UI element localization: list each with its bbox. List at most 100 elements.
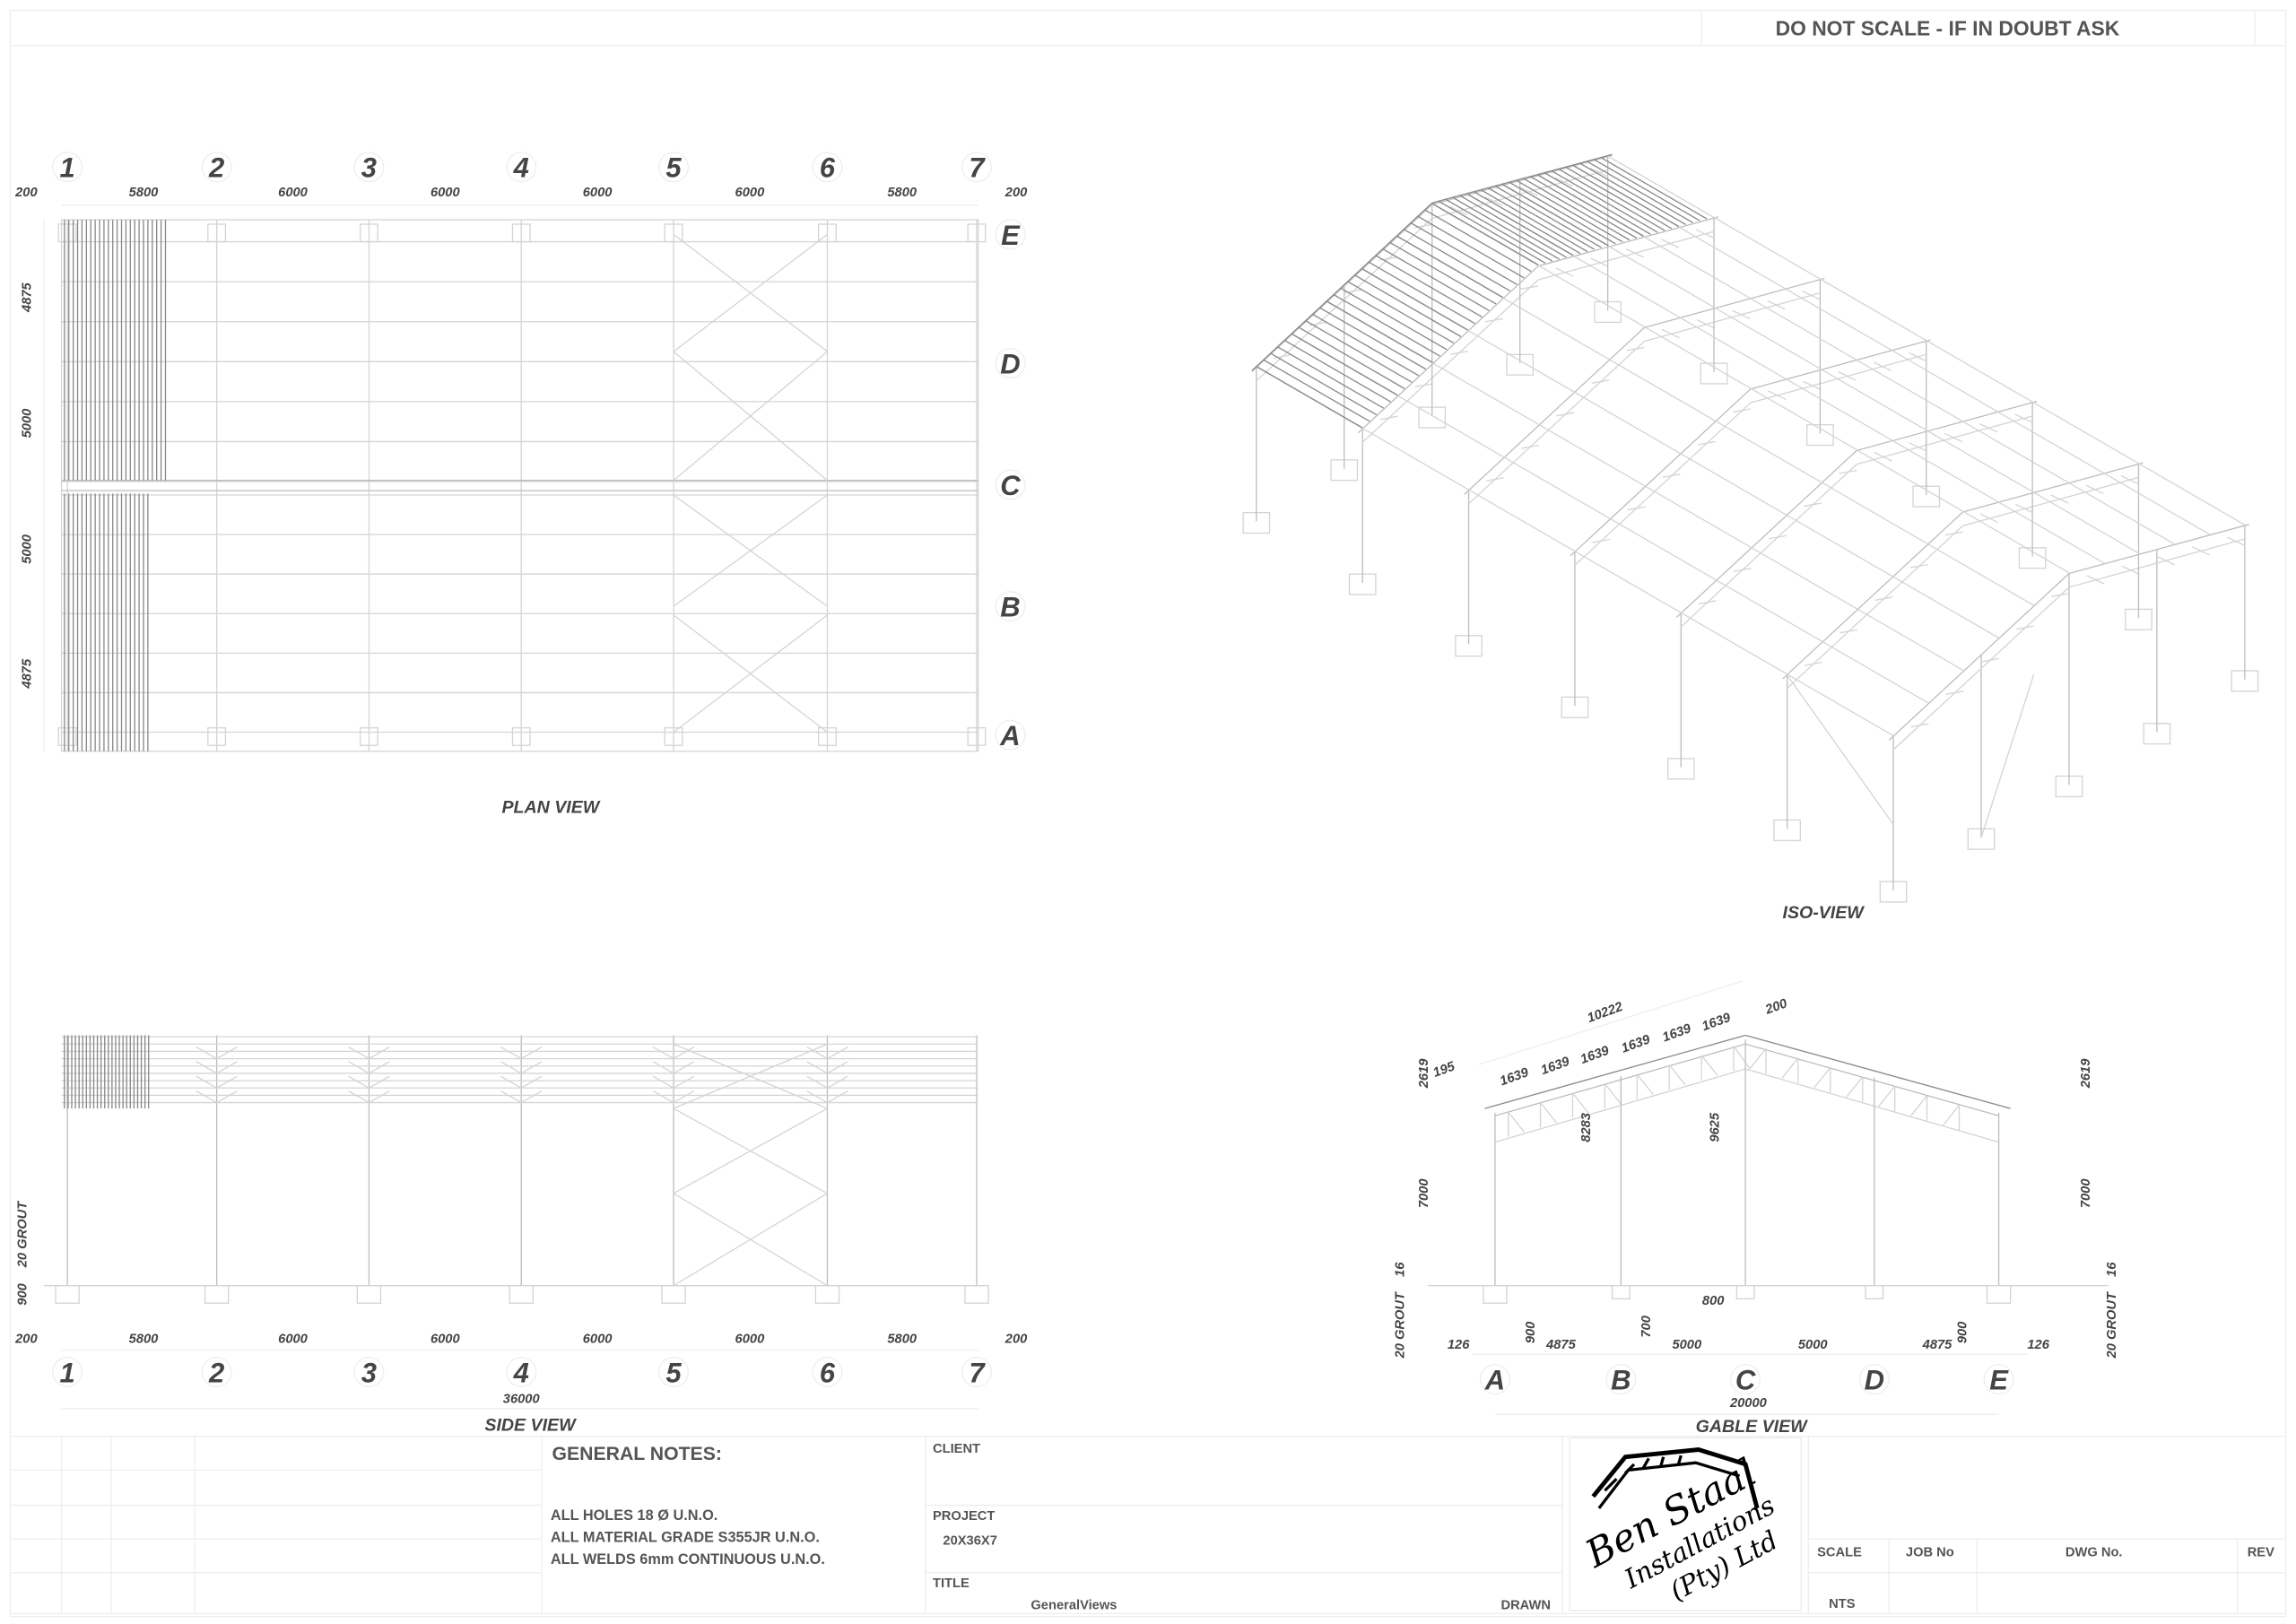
grid-bubble <box>995 591 1026 622</box>
side-bottom-dimension: 200 <box>1004 1332 1028 1346</box>
truss-web <box>1508 1111 1526 1133</box>
truss-web <box>1813 1066 1831 1089</box>
roof-sheet <box>1578 162 1687 226</box>
truss-web <box>1980 657 1999 663</box>
side-pedestal-dimension: 900 <box>15 1282 30 1305</box>
roof-sheet <box>1368 261 1475 325</box>
gable-bottom-dimension: 5000 <box>1798 1338 1829 1352</box>
roof-sheet <box>1382 248 1490 311</box>
roof-sheet <box>1417 215 1525 279</box>
baseplate <box>207 726 227 746</box>
roof-sheet <box>1283 339 1391 403</box>
truss-web <box>2050 494 2069 504</box>
truss-web <box>1802 291 1821 300</box>
truss-web <box>1873 361 1892 371</box>
side-total-dim: 36000 <box>503 1392 541 1406</box>
pedestal <box>1611 1285 1631 1300</box>
truss-web <box>348 1061 370 1074</box>
roof-sheet <box>1354 274 1462 337</box>
side-grid-number: 3 <box>361 1357 377 1388</box>
bottom-chord <box>1256 217 1433 382</box>
truss-web <box>1626 346 1645 352</box>
truss-web <box>1945 690 1964 695</box>
truss-web <box>1660 239 1680 248</box>
plan-top-dimension: 200 <box>14 186 38 200</box>
plan-row-letter: B <box>1000 592 1020 623</box>
side-bottom-dimension: 5800 <box>887 1332 918 1346</box>
roof-sheet <box>1439 201 1546 264</box>
rafter <box>1857 400 2038 452</box>
truss-web <box>500 1046 522 1060</box>
bottom-chord <box>1574 402 1752 566</box>
side-grid-number: 1 <box>59 1357 74 1388</box>
plan-grid-number: 3 <box>361 152 377 184</box>
roof-sheet <box>1558 168 1665 231</box>
roof-sheet <box>1410 222 1518 285</box>
roof-sheet <box>1263 359 1370 422</box>
truss-web <box>1591 379 1610 384</box>
bottom-chord <box>1361 279 1539 443</box>
purlin <box>1501 184 2140 554</box>
grid-bubble <box>812 152 843 183</box>
baseplate <box>359 726 378 746</box>
truss-web <box>827 1090 848 1104</box>
plan-top-dimension: 6000 <box>583 186 613 200</box>
truss-web <box>2121 565 2140 575</box>
pedestal <box>1986 1285 2012 1304</box>
cross-brace <box>673 614 828 734</box>
gable-view-label: GABLE VIEW <box>1696 1417 1809 1437</box>
side-view-label: SIDE VIEW <box>484 1415 577 1435</box>
side-bottom-dimension: 5800 <box>129 1332 160 1346</box>
roof-sheet <box>1431 203 1539 265</box>
note-2: ALL MATERIAL GRADE S355JR U.N.O. <box>551 1529 820 1545</box>
truss-web <box>1838 371 1857 381</box>
grid-bubble <box>1605 1364 1637 1395</box>
gable-bottom-dimension: 900 <box>1524 1321 1538 1343</box>
truss-web <box>1636 1073 1654 1095</box>
plan-grid-number: 2 <box>208 152 224 184</box>
grid-bubble <box>995 219 1026 250</box>
rafter <box>1962 462 2144 513</box>
truss-web <box>1519 187 1538 196</box>
truss-web <box>1484 196 1503 206</box>
gable-bottom-dimension: 700 <box>1639 1315 1654 1337</box>
roof-rise-dimension: 2619 <box>2079 1058 2093 1090</box>
plan-grid-number: 7 <box>969 152 986 184</box>
truss-web <box>1874 451 1892 462</box>
roof-sheet <box>1256 365 1363 429</box>
grid-bubble <box>1983 1364 2014 1395</box>
purlin <box>1361 268 1999 638</box>
plan-left-dimension: 5000 <box>20 534 34 564</box>
truss-web <box>806 1090 828 1104</box>
plan-top-dimension: 5800 <box>887 186 918 200</box>
gable-row-letter: E <box>1989 1365 2009 1396</box>
plan-left-dimension: 4875 <box>20 282 34 313</box>
truss-web <box>2051 593 2070 597</box>
side-grid-number: 2 <box>208 1357 224 1388</box>
truss-web <box>1450 350 1468 355</box>
truss-web <box>827 1046 848 1060</box>
gable-row-letter: B <box>1611 1365 1631 1396</box>
truss-web <box>348 1046 370 1060</box>
truss-web <box>1908 352 1927 362</box>
truss-web <box>2015 503 2034 514</box>
roof-sheet <box>1291 333 1398 396</box>
truss-web <box>2191 546 2210 556</box>
rafter <box>1357 265 1539 434</box>
truss-web <box>500 1061 522 1074</box>
title-block: GENERAL NOTES: ALL HOLES 18 Ø U.N.O. ALL… <box>9 1436 2287 1615</box>
side-grid-number: 7 <box>969 1357 986 1388</box>
grid-bubble <box>52 1357 83 1387</box>
note-3: ALL WELDS 6mm CONTINUOUS U.N.O. <box>551 1551 825 1568</box>
truss-web <box>196 1046 217 1060</box>
truss-web <box>369 1075 390 1089</box>
purlin-spacing-dimension: 1639 <box>1661 1021 1694 1045</box>
truss-web <box>1733 1046 1751 1070</box>
grid-bubble <box>961 152 992 183</box>
plan-grid-number: 1 <box>59 152 74 184</box>
truss-web <box>1749 1047 1767 1070</box>
